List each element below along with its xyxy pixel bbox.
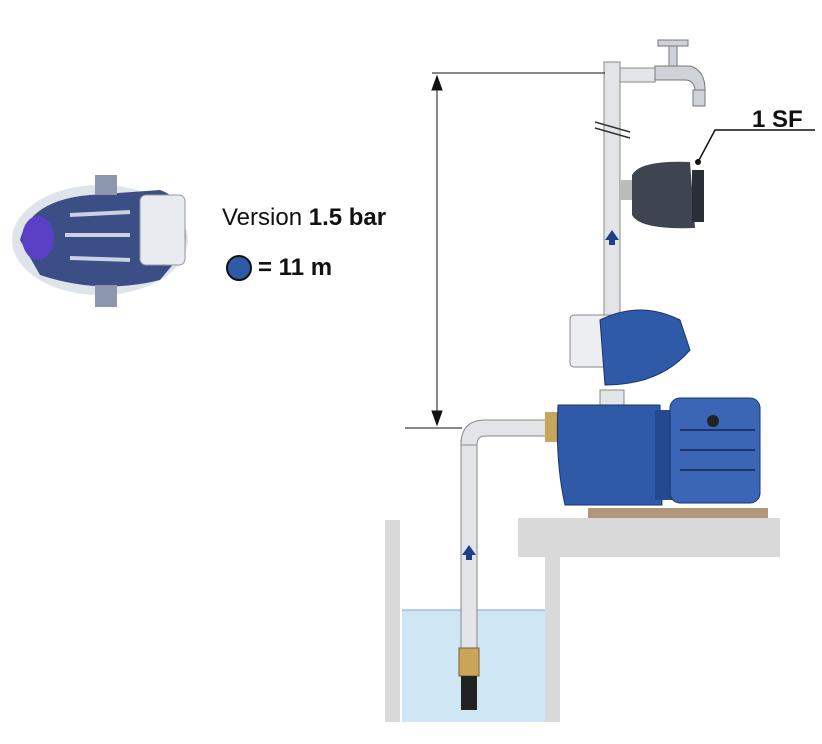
version-value: 1.5 bar [308, 204, 387, 231]
pressure-controller-photo [12, 175, 188, 307]
legend: = 11 m [226, 254, 332, 282]
filter-label: 1 SF [752, 106, 803, 133]
height-dimension [405, 72, 605, 429]
flow-arrow-icon [462, 230, 619, 560]
legend-value: = 11 m [258, 254, 333, 281]
blue-circle-icon [226, 255, 252, 281]
version-label: Version 1.5 bar [222, 204, 386, 232]
pipes [460, 61, 656, 651]
pipe-break-mark [594, 121, 631, 139]
tap-icon [654, 39, 706, 107]
version-prefix: Version [222, 204, 303, 231]
filter-1sf [620, 129, 815, 229]
foot-valve [458, 647, 480, 710]
pressure-controller [569, 309, 691, 386]
well-structure [385, 508, 780, 722]
jet-pump [545, 397, 761, 506]
